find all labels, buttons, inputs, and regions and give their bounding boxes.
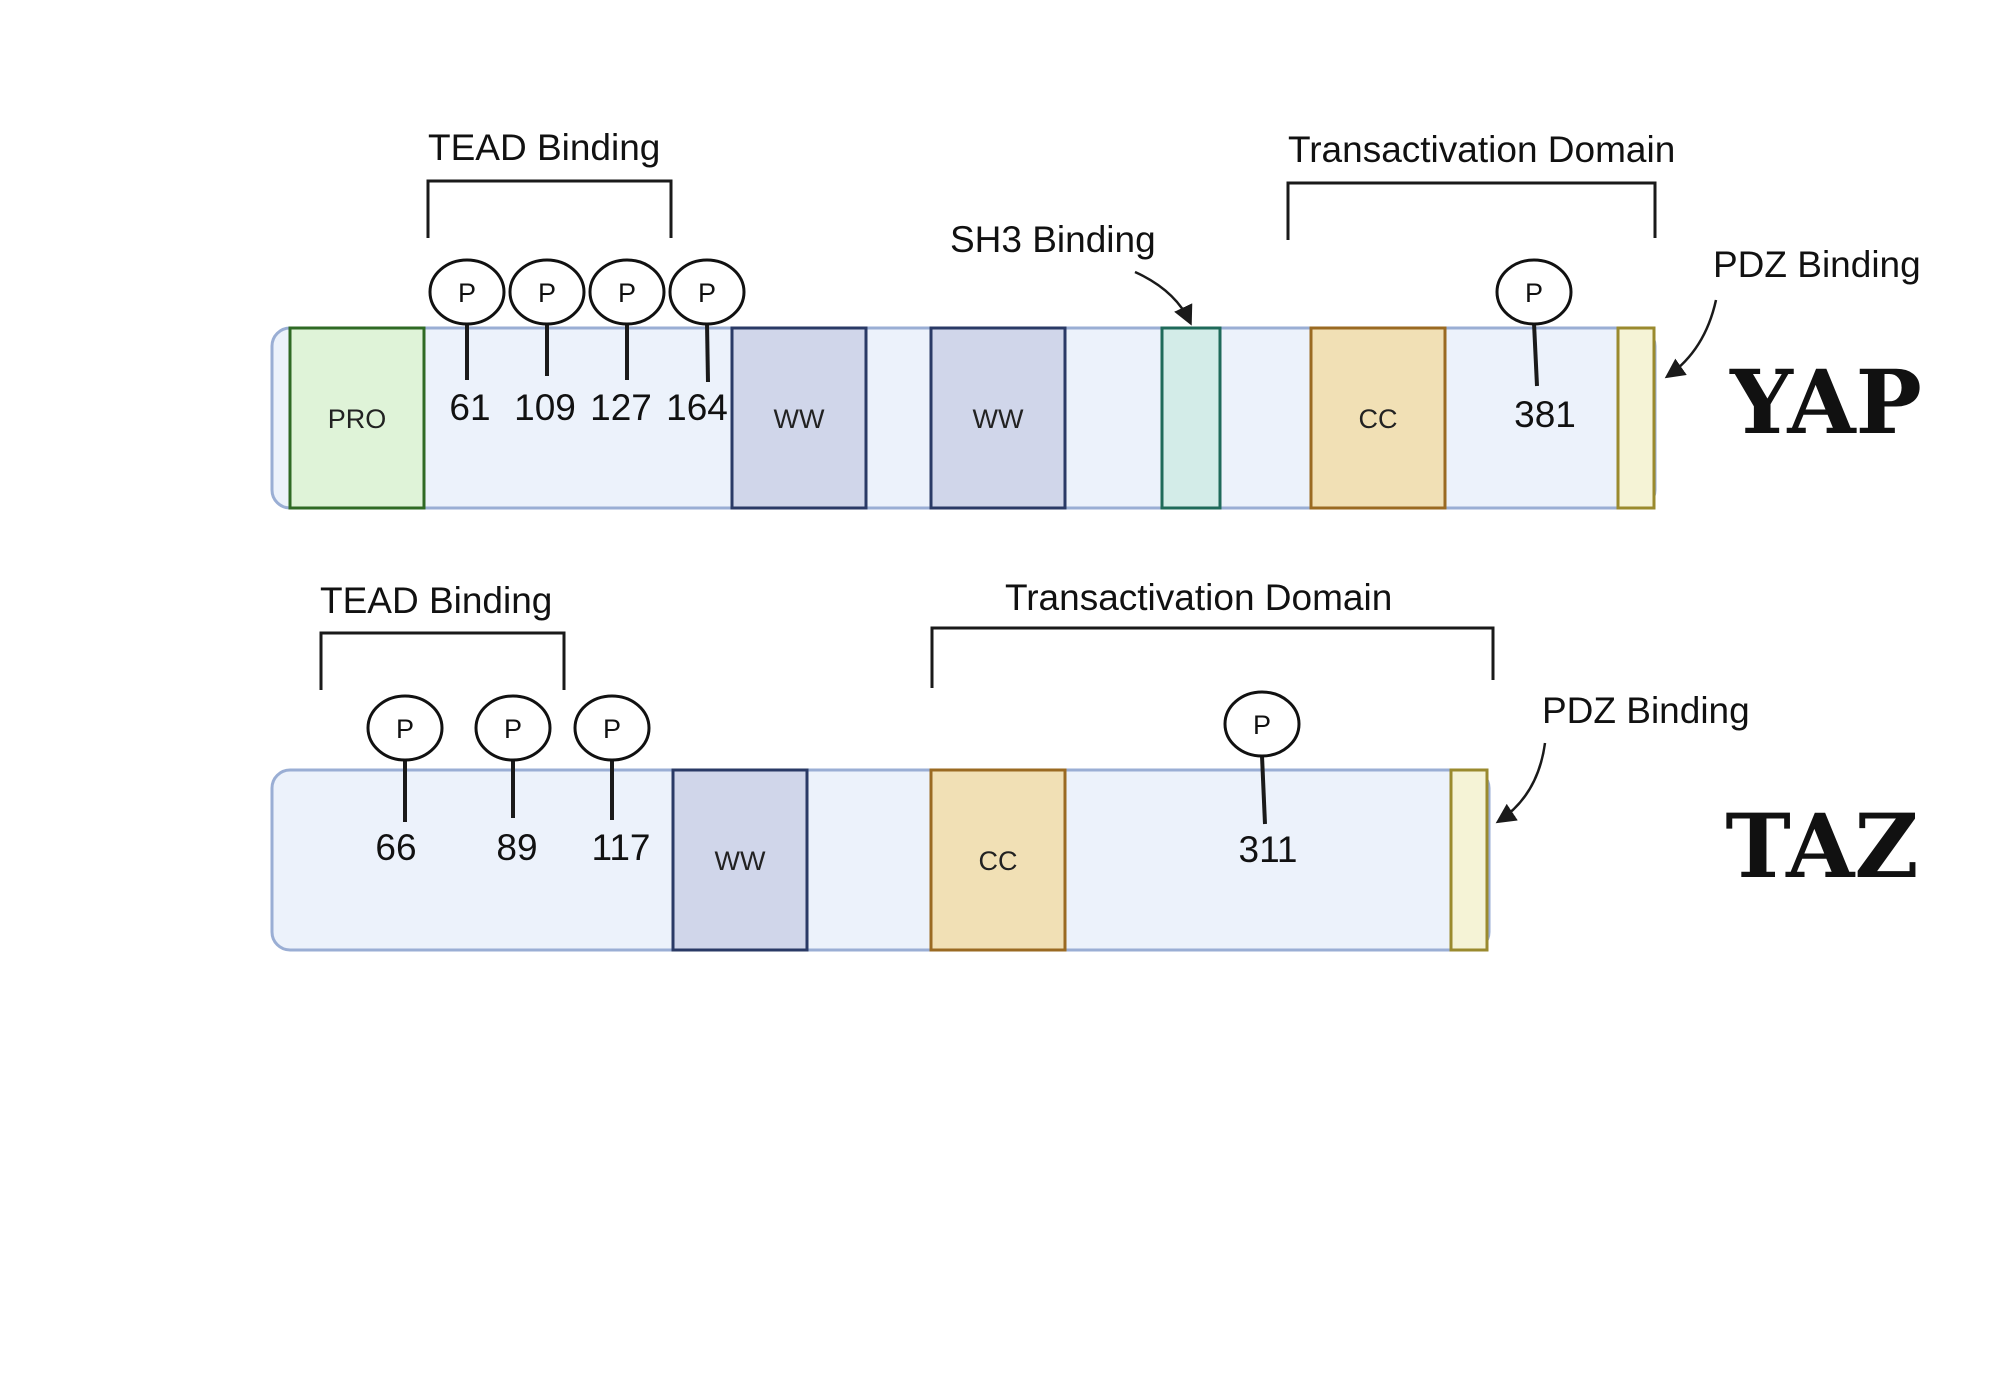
taz-pdz-label: PDZ Binding <box>1542 690 1750 731</box>
yap-pdz-domain <box>1616 326 1656 510</box>
phospho-marker-label: P <box>538 278 556 308</box>
taz-trans-label: Transactivation Domain <box>1005 577 1392 618</box>
taz-phospho-site-4: P 311 <box>1223 690 1301 870</box>
taz-trans-bracket <box>930 626 1495 688</box>
phospho-marker-label: P <box>1253 710 1271 740</box>
taz-site-label-4: 311 <box>1239 829 1298 870</box>
phospho-marker <box>588 258 666 326</box>
phospho-marker <box>1223 690 1301 758</box>
phospho-marker <box>366 694 444 762</box>
yap-pro-label: PRO <box>328 404 387 434</box>
yap-site-label-1: 61 <box>449 387 490 428</box>
yap-sh3-domain <box>1160 326 1222 510</box>
yap-pdz-arrow <box>1664 299 1718 379</box>
yap-cc-domain <box>1309 326 1447 510</box>
yap-phospho-site-1: P 61 <box>428 258 506 428</box>
taz-protein-name: TAZ <box>1725 794 1918 898</box>
yap-ww2-label: WW <box>973 404 1024 434</box>
phospho-marker <box>668 258 746 326</box>
taz-site-label-3: 117 <box>592 827 651 868</box>
taz-pdz-domain <box>1449 768 1489 952</box>
phospho-marker <box>474 694 552 762</box>
phospho-marker-label: P <box>396 714 414 744</box>
yap-pdz-label: PDZ Binding <box>1713 244 1921 285</box>
yap-phospho-site-2: P 109 <box>508 258 586 428</box>
yap-pro-domain <box>288 326 426 510</box>
yap-trans-bracket <box>1286 181 1657 240</box>
yap-tead-bracket <box>426 179 673 238</box>
taz-pdz-arrow <box>1495 742 1547 824</box>
taz-site-label-1: 66 <box>375 827 416 868</box>
phospho-marker <box>573 694 651 762</box>
phospho-marker-label: P <box>504 714 522 744</box>
taz-ww-label: WW <box>715 846 766 876</box>
phospho-marker-label: P <box>618 278 636 308</box>
yap-site-label-2: 109 <box>514 387 576 428</box>
yap-phospho-site-3: P 127 <box>588 258 666 428</box>
phospho-marker-label: P <box>458 278 476 308</box>
taz-backbone <box>270 768 1491 952</box>
taz-cc-domain <box>929 768 1067 952</box>
yap-site-label-3: 127 <box>590 387 652 428</box>
taz-phospho-site-2: P 89 <box>474 694 552 868</box>
yap-site-label-4: 164 <box>666 387 728 428</box>
phospho-marker-label: P <box>698 278 716 308</box>
phospho-marker-label: P <box>603 714 621 744</box>
yap-sh3-arrow <box>1134 270 1193 326</box>
yap-trans-label: Transactivation Domain <box>1288 129 1675 170</box>
yap-phospho-site-4: P 164 <box>666 258 746 428</box>
yap-ww2-domain <box>929 326 1067 510</box>
yap-sh3-label: SH3 Binding <box>950 219 1156 260</box>
yap-site-label-5: 381 <box>1514 394 1576 435</box>
yap-protein: PRO WW WW CC TEAD Binding Transactivatio… <box>270 127 1922 510</box>
yap-protein-name: YAP <box>1729 350 1922 454</box>
taz-tead-label: TEAD Binding <box>320 580 552 621</box>
taz-site-label-2: 89 <box>496 827 537 868</box>
yap-ww1-label: WW <box>774 404 825 434</box>
yap-tead-label: TEAD Binding <box>428 127 660 168</box>
taz-ww-domain <box>671 768 809 952</box>
taz-tead-bracket <box>319 631 566 690</box>
taz-cc-label: CC <box>979 846 1018 876</box>
phospho-marker <box>1495 258 1573 326</box>
yap-phospho-site-5: P 381 <box>1495 258 1576 435</box>
yap-cc-label: CC <box>1359 404 1398 434</box>
taz-phospho-site-1: P 66 <box>366 694 444 868</box>
phospho-marker <box>508 258 586 326</box>
taz-phospho-site-3: P 117 <box>573 694 651 868</box>
taz-protein: WW CC TEAD Binding Transactivation Domai… <box>270 577 1919 952</box>
phospho-marker <box>428 258 506 326</box>
phospho-marker-label: P <box>1525 278 1543 308</box>
yap-ww1-domain <box>730 326 868 510</box>
